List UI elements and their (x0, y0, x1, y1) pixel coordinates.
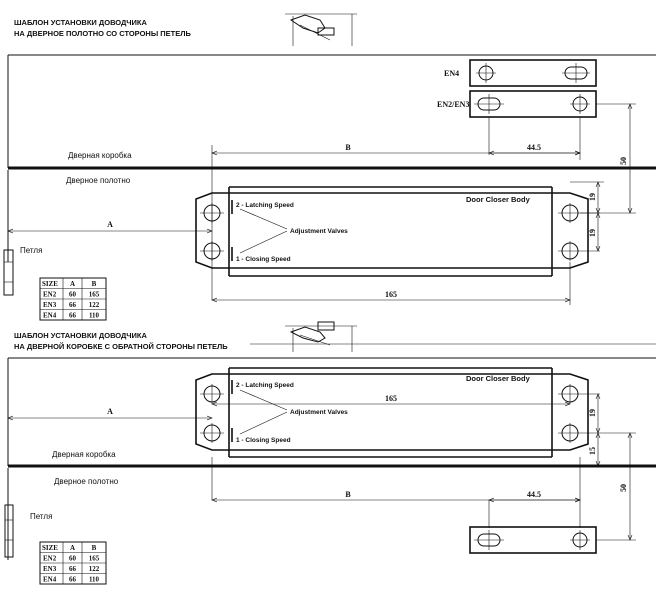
adjustment-valves-label: Adjustment Valves (290, 409, 348, 416)
latching-speed-label: 2 - Latching Speed (236, 382, 294, 389)
table-header-b: B (92, 280, 97, 288)
table-cell: EN4 (43, 576, 57, 584)
bracket-en4-label: EN4 (444, 69, 459, 78)
table-cell: 60 (69, 555, 77, 563)
dim-A: A (107, 407, 113, 416)
table-header-size: SIZE (42, 544, 58, 552)
bracket-en2-en3 (469, 526, 597, 554)
frame-label: Дверная коробка (52, 450, 116, 459)
bottom-title-line2: НА ДВЕРНОЙ КОРОБКЕ С ОБРАТНОЙ СТОРОНЫ ПЕ… (14, 342, 228, 351)
table-cell: 110 (89, 312, 100, 320)
table-cell: 165 (89, 291, 100, 299)
dim-A: A (107, 220, 113, 229)
frame-label: Дверная коробка (68, 151, 132, 160)
closer-pictogram-icon (250, 321, 656, 352)
table-cell: EN3 (43, 565, 57, 573)
dim-19: 19 (588, 409, 597, 417)
top-section: ШАБЛОН УСТАНОВКИ ДОВОДЧИКА НА ДВЕРНОЕ ПО… (3, 13, 656, 321)
dim-B: B (345, 490, 351, 499)
table-cell: EN2 (43, 291, 57, 299)
closer-pictogram-icon (285, 13, 357, 46)
closing-speed-label: 1 - Closing Speed (236, 437, 291, 444)
bracket-en2-en3 (469, 90, 597, 118)
dim-50: 50 (619, 484, 628, 492)
table-header-size: SIZE (42, 280, 58, 288)
hinge-icon (3, 249, 14, 296)
hinge-icon (4, 504, 14, 558)
door-label: Дверное полотно (54, 477, 119, 486)
table-cell: 110 (89, 576, 100, 584)
dim-50: 50 (619, 157, 628, 165)
table-cell: 60 (69, 291, 77, 299)
dim-165: 165 (385, 394, 397, 403)
dim-19-lower: 19 (588, 229, 597, 237)
table-cell: EN2 (43, 555, 57, 563)
table-cell: 66 (69, 565, 77, 573)
bracket-en2-en3-label: EN2/EN3 (437, 100, 469, 109)
hinge-label: Петля (20, 246, 42, 255)
dim-B: B (345, 143, 351, 152)
table-header-a: A (70, 280, 75, 288)
latching-speed-label: 2 - Latching Speed (236, 202, 294, 209)
door-closer-body-label: Door Closer Body (466, 374, 531, 383)
door-label: Дверное полотно (66, 176, 131, 185)
bottom-title-line1: ШАБЛОН УСТАНОВКИ ДОВОДЧИКА (14, 331, 148, 340)
size-table-bottom: SIZE A B EN2 60 165 EN3 66 122 EN4 66 11… (39, 541, 107, 585)
bottom-section: ШАБЛОН УСТАНОВКИ ДОВОДЧИКА НА ДВЕРНОЙ КО… (4, 321, 656, 585)
top-title-line2: НА ДВЕРНОЕ ПОЛОТНО СО СТОРОНЫ ПЕТЕЛЬ (14, 29, 191, 38)
door-closer-body (195, 367, 636, 458)
bracket-en4 (469, 59, 597, 87)
table-cell: 122 (89, 565, 100, 573)
table-cell: 66 (69, 576, 77, 584)
top-title-line1: ШАБЛОН УСТАНОВКИ ДОВОДЧИКА (14, 18, 148, 27)
table-cell: 66 (69, 312, 77, 320)
table-header-b: B (92, 544, 97, 552)
door-closer-body-label: Door Closer Body (466, 195, 531, 204)
adjustment-valves-label: Adjustment Valves (290, 228, 348, 235)
dim-44-5: 44.5 (527, 490, 541, 499)
closing-speed-label: 1 - Closing Speed (236, 256, 291, 263)
table-cell: 165 (89, 555, 100, 563)
table-cell: EN3 (43, 301, 57, 309)
dim-15: 15 (588, 447, 597, 455)
table-cell: EN4 (43, 312, 57, 320)
table-cell: 122 (89, 301, 100, 309)
dim-44-5: 44.5 (527, 143, 541, 152)
table-header-a: A (70, 544, 75, 552)
size-table-top: SIZE A B EN2 60 165 EN3 66 122 EN4 66 11… (39, 277, 107, 321)
dim-19-upper: 19 (588, 193, 597, 201)
dim-165: 165 (385, 290, 397, 299)
table-cell: 66 (69, 301, 77, 309)
hinge-label: Петля (30, 512, 52, 521)
